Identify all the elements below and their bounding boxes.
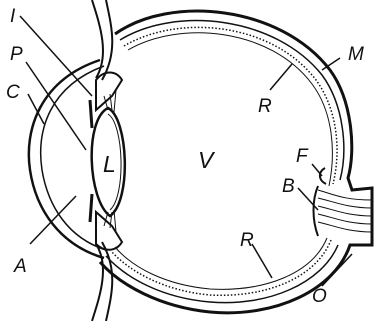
iris-lower [90, 194, 92, 222]
label-M: M [348, 44, 364, 65]
ciliary-body-upper [96, 73, 122, 111]
sclera-outer [100, 11, 372, 313]
conjunctiva-upper [92, 0, 112, 80]
label-F: F [296, 146, 309, 167]
pointer-R-upper [270, 64, 292, 90]
optic-nerve-fibers [318, 190, 372, 232]
label-R-upper: R [258, 96, 272, 117]
label-B: B [282, 176, 295, 197]
label-A: A [13, 256, 27, 277]
label-O: O [312, 286, 327, 307]
pointer-R-lower [252, 244, 272, 278]
label-I: I [10, 6, 16, 27]
label-C: C [6, 82, 20, 103]
label-P: P [10, 44, 23, 65]
pointer-O [322, 254, 352, 286]
pointer-F [312, 164, 322, 176]
label-L: L [103, 151, 116, 177]
label-R-lower: R [240, 230, 254, 251]
sclera-inner [106, 21, 344, 303]
optic-disc [314, 186, 319, 236]
pointer-I [20, 16, 92, 96]
label-V: V [198, 147, 216, 173]
ciliary-body-lower [96, 212, 122, 250]
fovea [320, 168, 326, 184]
iris-upper [90, 100, 92, 128]
